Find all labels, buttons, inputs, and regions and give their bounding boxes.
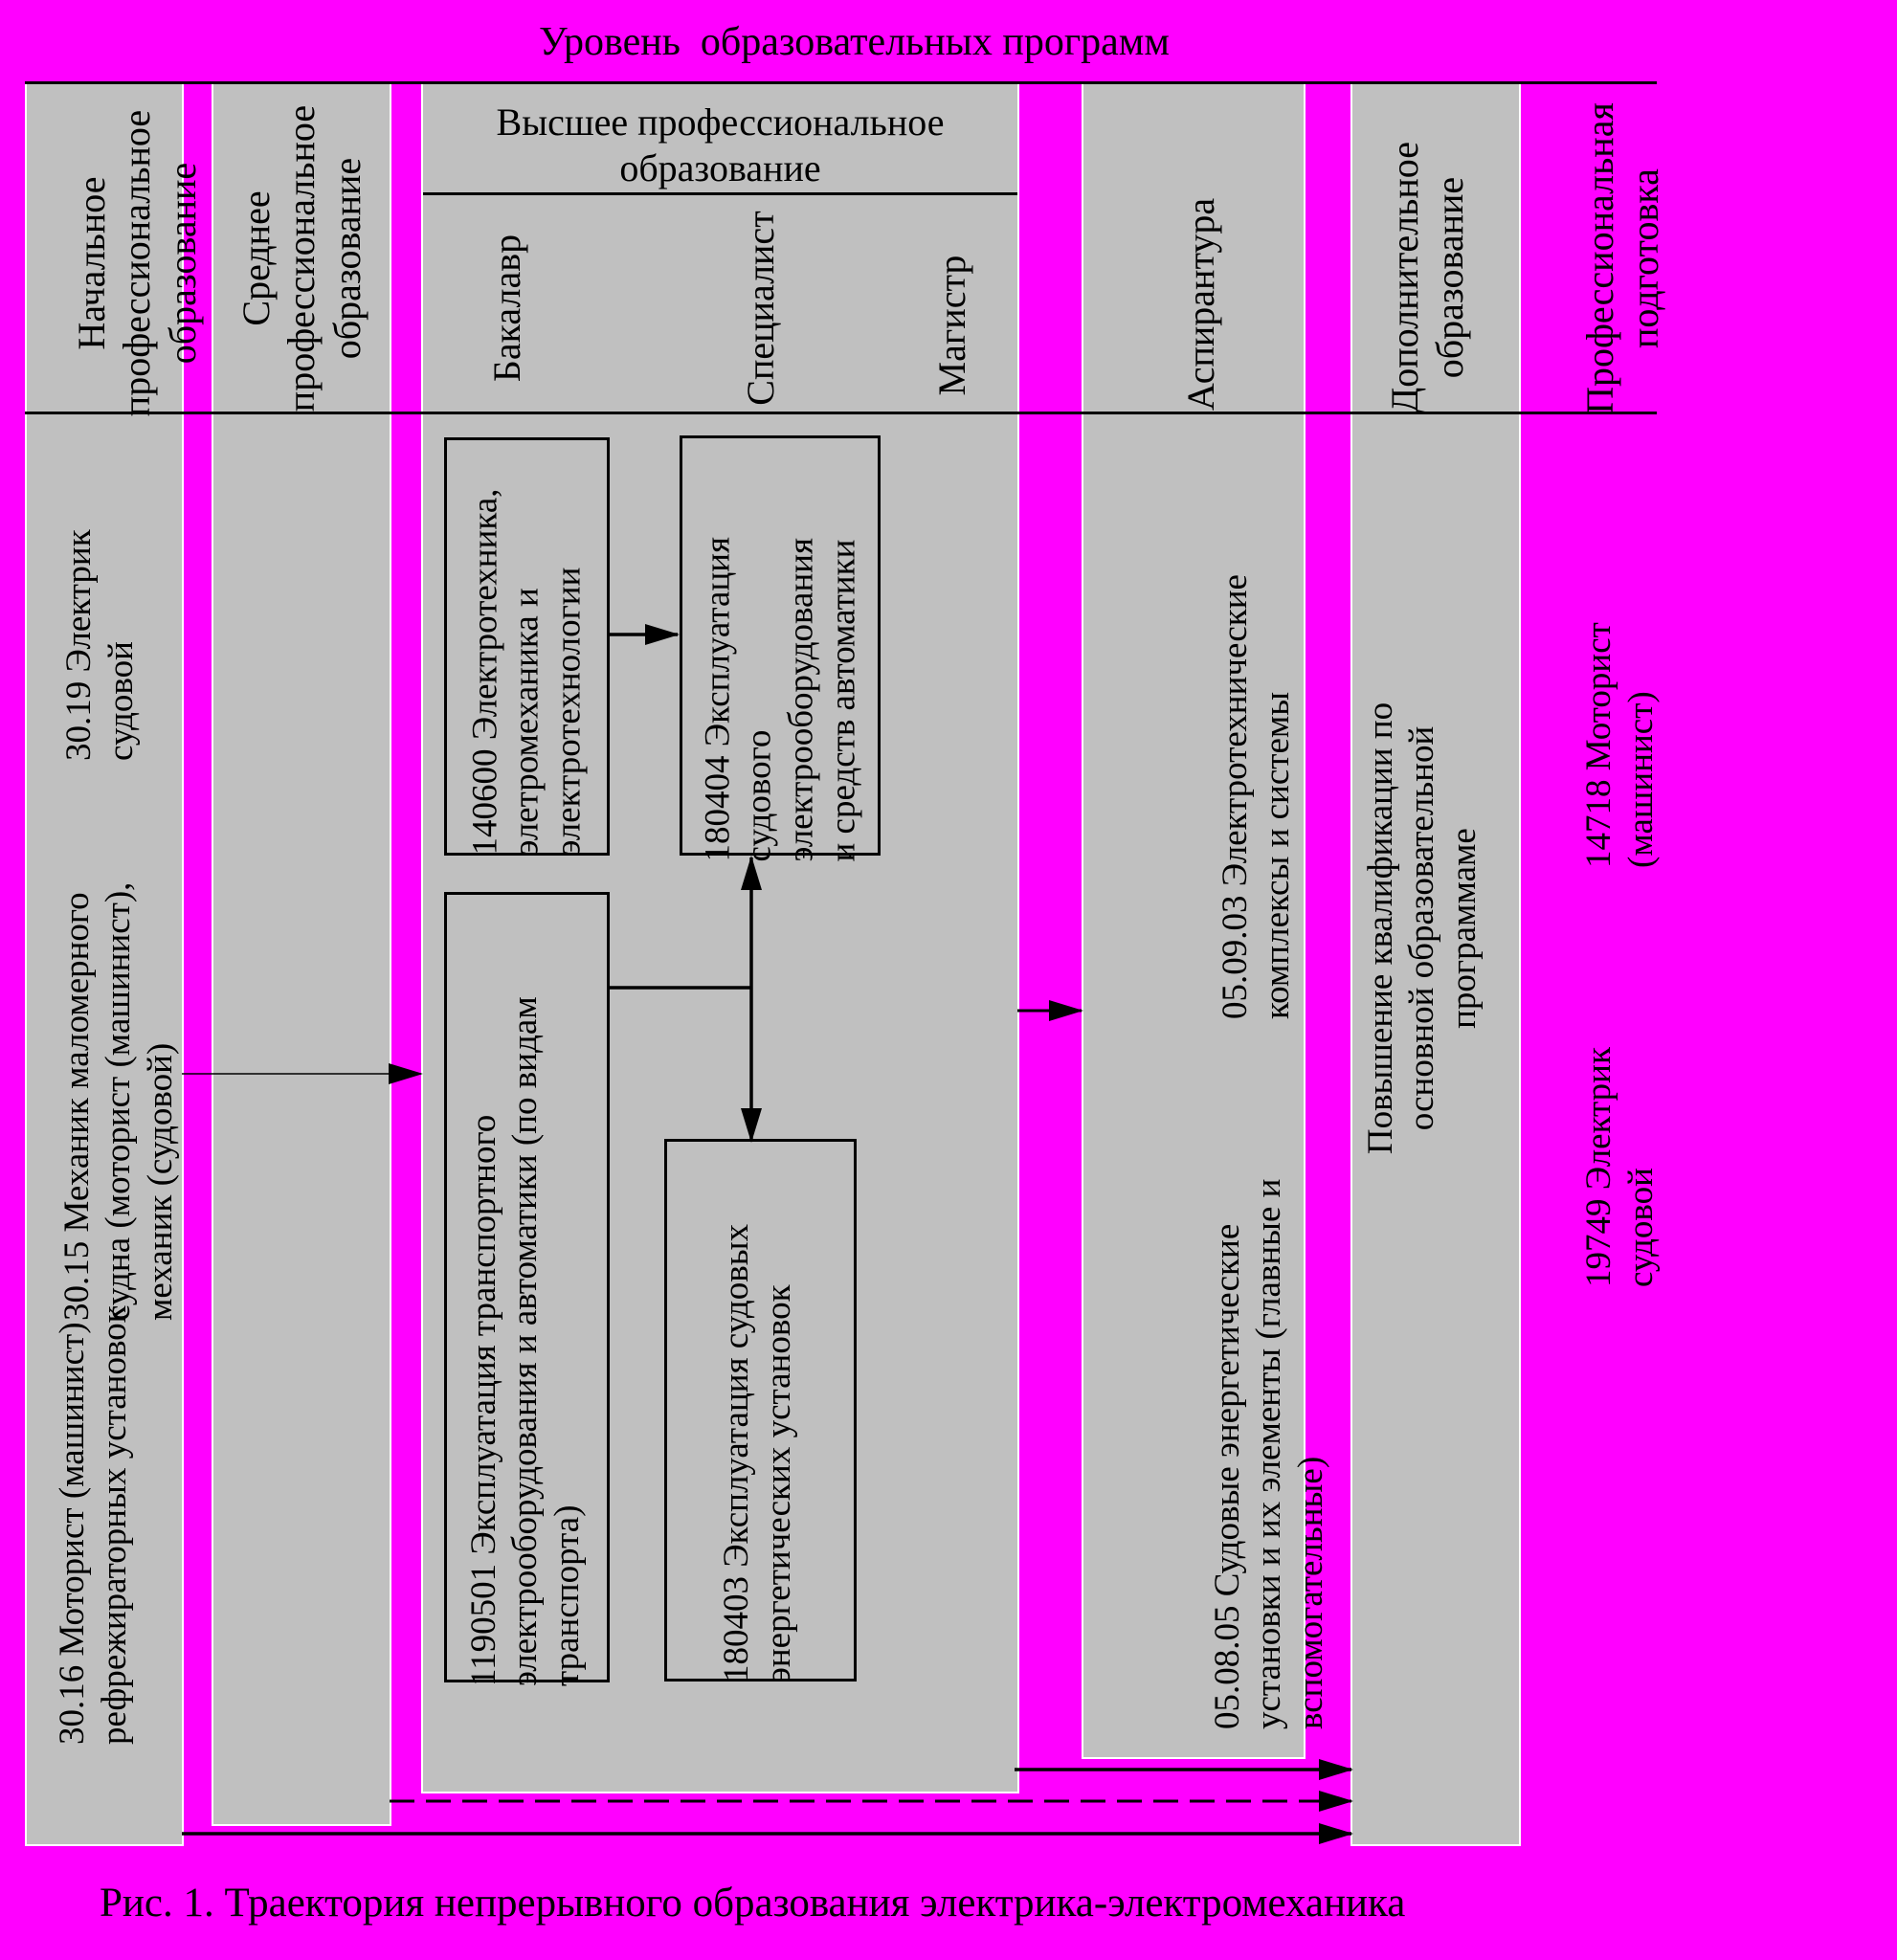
column-secondary-education (212, 82, 391, 1826)
column-additional-education (1350, 82, 1521, 1846)
top-rule (25, 81, 1657, 84)
higher-header-rule (423, 192, 1017, 195)
figure-caption: Рис. 1. Траектория непрерывного образова… (100, 1881, 1406, 1926)
column-initial-education (25, 82, 184, 1846)
column-higher-education (421, 82, 1019, 1793)
diagram-title: Уровень образовательных программ (539, 20, 1170, 64)
header-rule (25, 412, 1657, 414)
column-postgraduate (1082, 82, 1306, 1759)
